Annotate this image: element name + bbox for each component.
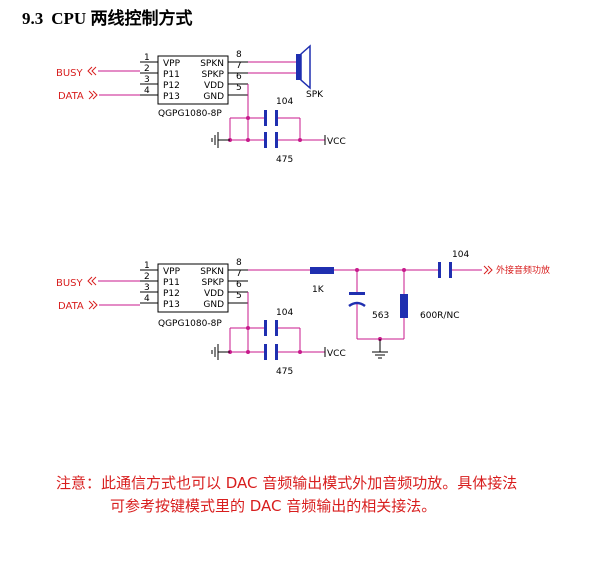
chip-pin-label: P12 xyxy=(163,289,180,299)
note-line-1: 注意：此通信方式也可以 DAC 音频输出模式外加音频功放。具体接法 xyxy=(56,474,518,492)
chip-pin-label: SPKN xyxy=(200,59,224,69)
capacitor-label: 475 xyxy=(276,155,293,165)
capacitor-icon xyxy=(264,132,278,148)
pin-number: 3 xyxy=(144,283,150,293)
chip-pin-label: VDD xyxy=(204,289,224,299)
capacitor-icon xyxy=(264,344,278,360)
data-arrow-icon xyxy=(88,300,98,310)
pin-number: 4 xyxy=(144,86,150,96)
chip-pin-label: P13 xyxy=(163,300,180,310)
busy-signal-label: BUSY xyxy=(56,68,84,79)
busy-signal-label: BUSY xyxy=(56,278,84,289)
pin-number: 1 xyxy=(144,53,150,63)
chip-pin-label: P11 xyxy=(163,278,180,288)
pin-number: 7 xyxy=(236,269,242,279)
chip-pin-label: VPP xyxy=(163,59,181,69)
capacitor-icon xyxy=(348,292,366,308)
pin-number: 2 xyxy=(144,64,150,74)
pin-number: 6 xyxy=(236,72,242,82)
chip-pin-label: GND xyxy=(203,300,224,310)
chip-body xyxy=(157,55,229,105)
pin-number: 8 xyxy=(236,258,242,268)
capacitor-label: 563 xyxy=(372,311,389,321)
chip-name: QGPG1080-8P xyxy=(158,109,222,119)
page-title: 9.3 CPU 两线控制方式 xyxy=(22,4,192,29)
chip-pin-label: P13 xyxy=(163,92,180,102)
capacitor-icon xyxy=(264,110,278,126)
note-line-2: 可参考按键模式里的 DAC 音频输出的相关接法。 xyxy=(110,497,437,515)
chip-pin-label: GND xyxy=(203,92,224,102)
chip-pin-label: VPP xyxy=(163,267,181,277)
chip-pin-label: P11 xyxy=(163,70,180,80)
chip-pin-label: VDD xyxy=(204,81,224,91)
chip-pin-label: P12 xyxy=(163,81,180,91)
circuit-1: VPP P11 P12 P13 SPKN SPKP VDD GND QGPG10… xyxy=(56,44,346,165)
capacitor-icon xyxy=(438,262,452,278)
ground-icon xyxy=(211,132,230,148)
section-title: CPU 两线控制方式 xyxy=(51,9,193,28)
data-signal-label: DATA xyxy=(58,91,84,102)
load-resistor-icon xyxy=(400,294,408,318)
capacitor-icon xyxy=(264,320,278,336)
ground-icon xyxy=(372,351,388,359)
resistor-label: 1K xyxy=(312,285,325,295)
load-label: 600R/NC xyxy=(420,311,459,321)
capacitor-label: 475 xyxy=(276,367,293,377)
pin-number: 5 xyxy=(236,291,242,301)
capacitor-label: 104 xyxy=(276,97,293,107)
pin-number: 4 xyxy=(144,294,150,304)
data-arrow-icon xyxy=(88,90,98,100)
pin-number: 8 xyxy=(236,50,242,60)
speaker-label: SPK xyxy=(306,90,324,100)
capacitor-label: 104 xyxy=(452,250,469,260)
pin-number: 1 xyxy=(144,261,150,271)
busy-arrow-icon xyxy=(87,66,97,76)
pin-number: 6 xyxy=(236,280,242,290)
output-label: 外接音频功放 xyxy=(496,264,550,276)
speaker-icon xyxy=(296,44,311,90)
capacitor-label: 104 xyxy=(276,308,293,318)
data-signal-label: DATA xyxy=(58,301,84,312)
pin-number: 2 xyxy=(144,272,150,282)
chip-pin-label: SPKP xyxy=(202,278,225,288)
chip-body xyxy=(157,263,229,313)
vcc-label: VCC xyxy=(327,137,346,147)
chip-pin-label: SPKP xyxy=(202,70,225,80)
pin-number: 3 xyxy=(144,75,150,85)
section-number: 9.3 xyxy=(22,9,44,28)
vcc-label: VCC xyxy=(327,349,346,359)
pin-number: 5 xyxy=(236,83,242,93)
circuit-2: VPP P11 P12 P13 SPKN SPKP VDD GND QGPG10… xyxy=(56,250,550,377)
output-arrow-icon xyxy=(483,265,493,275)
ground-icon xyxy=(211,344,230,360)
chip-pin-label: SPKN xyxy=(200,267,224,277)
busy-arrow-icon xyxy=(87,276,97,286)
chip-name: QGPG1080-8P xyxy=(158,319,222,329)
resistor-icon xyxy=(310,267,334,274)
pin-number: 7 xyxy=(236,61,242,71)
note-text: 注意：此通信方式也可以 DAC 音频输出模式外加音频功放。具体接法 可参考按键模… xyxy=(56,472,517,518)
